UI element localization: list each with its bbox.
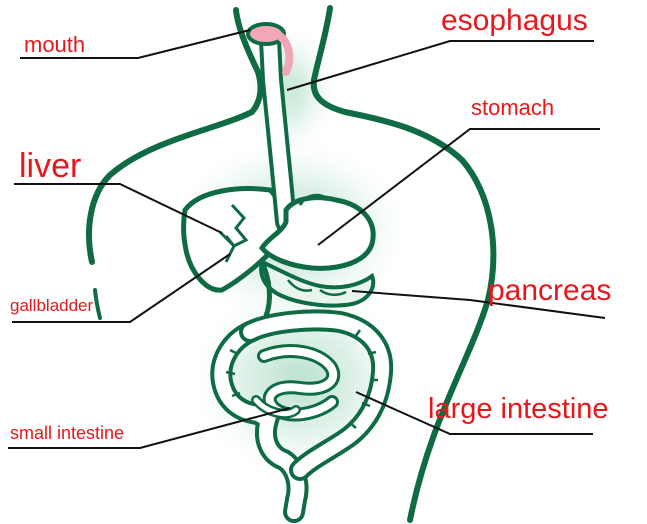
label-esophagus: esophagus (441, 6, 588, 36)
label-pancreas: pancreas (488, 276, 611, 306)
label-gallbladder: gallbladder (10, 297, 93, 314)
label-liver: liver (19, 149, 81, 183)
label-large-intestine: large intestine (428, 395, 609, 424)
esophagus-leader-line (287, 41, 594, 90)
label-mouth: mouth (24, 34, 85, 56)
label-small-intestine: small intestine (10, 424, 124, 442)
label-stomach: stomach (471, 97, 554, 119)
